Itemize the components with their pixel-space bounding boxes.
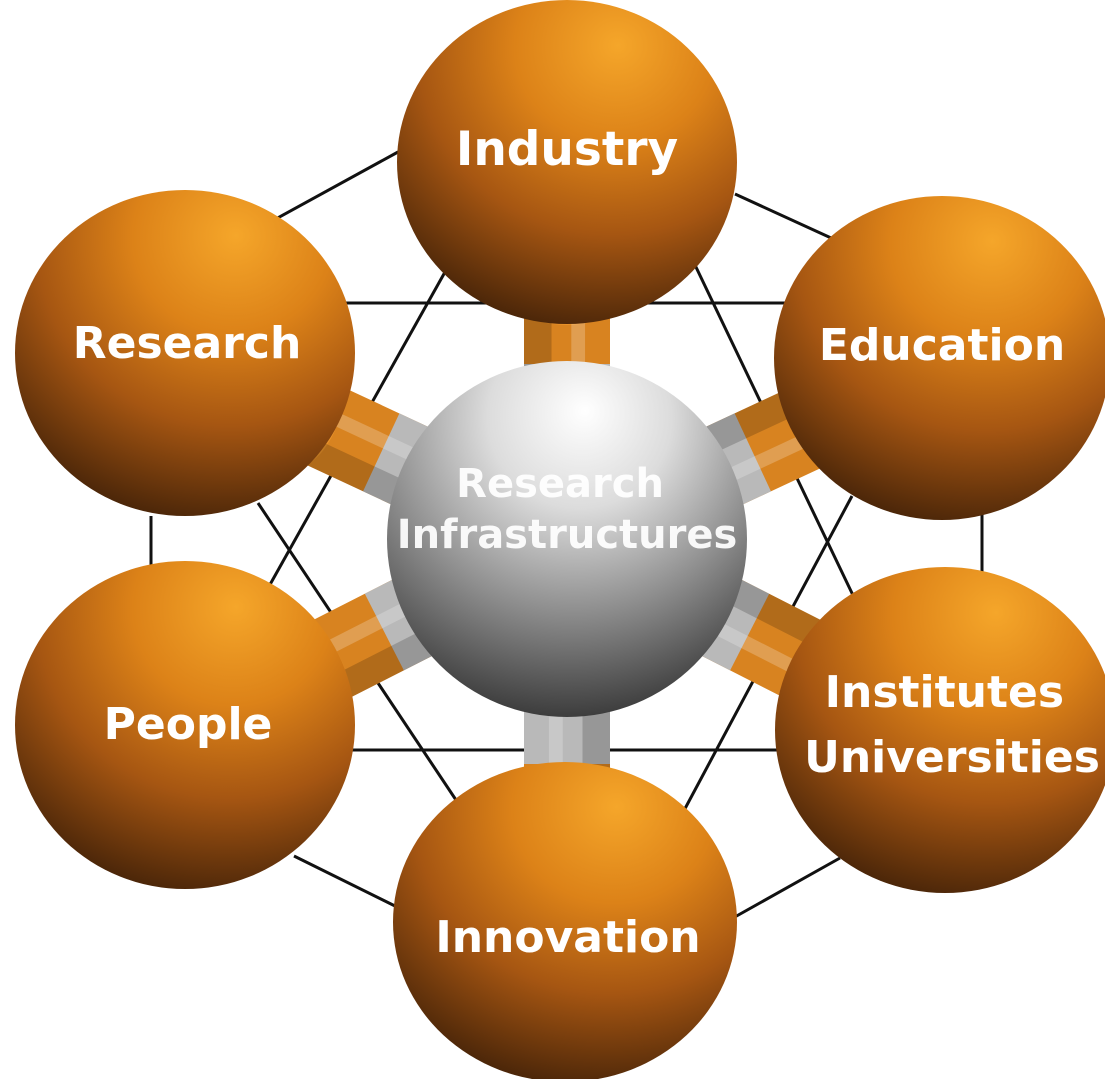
node-innovation: Innovation xyxy=(393,762,737,1079)
node-institutes-universities-label-line-2: Universities xyxy=(804,732,1100,783)
node-industry-sphere xyxy=(397,0,737,324)
hub-sphere: Research Infrastructures xyxy=(387,361,747,717)
node-education-sphere xyxy=(774,196,1105,520)
node-people-sphere xyxy=(15,561,355,889)
node-industry-label-line-1: Industry xyxy=(456,122,678,177)
node-people-label: People xyxy=(104,699,273,750)
node-research: Research xyxy=(15,190,355,516)
node-innovation-sphere xyxy=(393,762,737,1079)
hub-label-line-2: Infrastructures xyxy=(397,512,738,558)
node-research-label-line-1: Research xyxy=(73,318,302,369)
node-institutes-universities: Institutes Universities xyxy=(775,567,1105,893)
node-research-label: Research xyxy=(73,318,302,369)
connector-institutes-to-innovation xyxy=(732,856,841,920)
node-education: Education xyxy=(774,196,1105,520)
node-people-label-line-1: People xyxy=(104,699,273,750)
node-research-sphere xyxy=(15,190,355,516)
hub-label-line-1: Research xyxy=(456,461,664,507)
node-people: People xyxy=(15,561,355,889)
node-education-label-line-1: Education xyxy=(819,320,1065,371)
node-institutes-universities-label-line-1: Institutes xyxy=(825,667,1064,718)
node-education-label: Education xyxy=(819,320,1065,371)
node-institutes-universities-label: Institutes Universities xyxy=(804,667,1100,783)
connector-people-to-innovation xyxy=(293,854,396,908)
node-innovation-label: Innovation xyxy=(435,912,700,963)
node-innovation-label-line-1: Innovation xyxy=(435,912,700,963)
node-industry: Industry xyxy=(397,0,737,324)
hub-label: Research Infrastructures xyxy=(397,461,738,558)
node-industry-label: Industry xyxy=(456,122,678,177)
hub-sphere-body xyxy=(387,361,747,717)
node-institutes-universities-sphere xyxy=(775,567,1105,893)
